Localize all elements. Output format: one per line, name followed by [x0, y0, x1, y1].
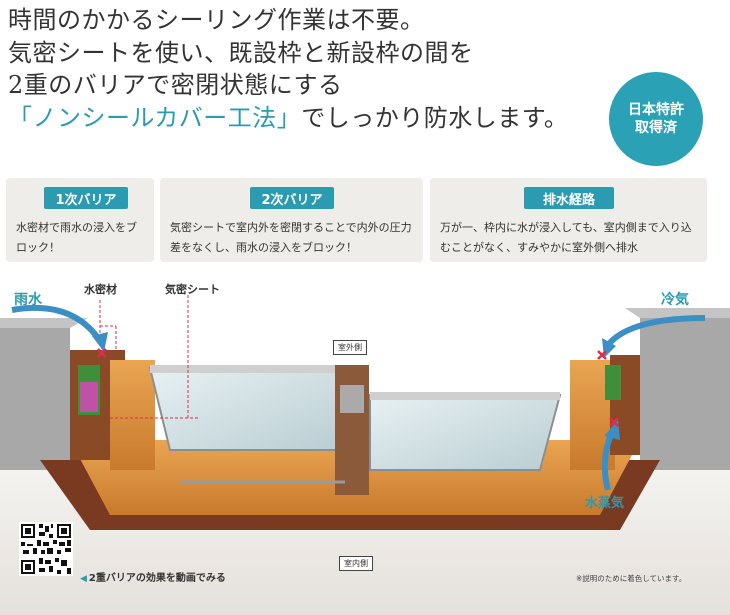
headline-line-4: 「ノンシールカバー工法」でしっかり防水します。 [8, 102, 618, 135]
block-mark-vapor [609, 417, 619, 427]
outdoor-side-label: 室外側 [333, 340, 367, 355]
headline: 時間のかかるシーリング作業は不要。 気密シートを使い、既設枠と新設枠の間を 2重… [8, 4, 618, 134]
video-link[interactable]: ◀2重バリアの効果を動画でみる [80, 569, 226, 584]
card-secondary-barrier-text: 気密シートで室内外を密閉することで内外の圧力差をなくし、雨水の浸入をブロック！ [170, 221, 412, 254]
headline-line-1: 時間のかかるシーリング作業は不要。 [8, 6, 425, 34]
headline-method-name: 「ノンシールカバー工法」 [8, 103, 302, 132]
card-drainage-route: 排水経路 万が一、枠内に水が浸入しても、室内側まで入り込むことがなく、すみやかに… [430, 178, 707, 262]
patent-badge: 日本特許 取得済 [609, 72, 703, 166]
card-secondary-barrier-tag: 2次バリア [250, 187, 334, 209]
headline-line-2: 気密シートを使い、既設枠と新設枠の間を [8, 38, 474, 67]
outer-sash-glass [148, 367, 346, 451]
card-drainage-route-text: 万が一、枠内に水が浸入しても、室内側まで入り込むことがなく、すみやかに室外側へ排… [440, 221, 692, 254]
cold-air-arrow [605, 315, 706, 348]
coloring-note: ※説明のために着色しています。 [576, 574, 687, 583]
vapor-label: 水蒸気 [585, 496, 625, 511]
meeting-rail [335, 365, 369, 495]
card-primary-barrier-tag: 1次バリア [44, 187, 128, 209]
headline-line-3: 2重のバリアで密閉状態にする [8, 71, 343, 99]
qr-code-icon[interactable] [19, 522, 73, 576]
patent-badge-line-1: 日本特許 [628, 102, 684, 118]
rain-arrow [11, 304, 101, 340]
card-secondary-barrier: 2次バリア 気密シートで室内外を密閉することで内外の圧力差をなくし、雨水の浸入を… [160, 178, 423, 262]
patent-badge-line-2: 取得済 [635, 120, 677, 136]
water-seal-label: 水密材 [84, 283, 117, 296]
play-triangle-icon: ◀ [80, 574, 87, 584]
inner-sash-glass [369, 394, 562, 471]
left-wall [0, 328, 70, 470]
block-mark-water-seal [97, 348, 107, 358]
airtight-sheet-label: 気密シート [165, 283, 220, 296]
card-primary-barrier-text: 水密材で雨水の浸入をブロック！ [16, 221, 137, 254]
block-mark-cold-air [597, 350, 607, 360]
card-primary-barrier: 1次バリア 水密材で雨水の浸入をブロック！ [6, 178, 154, 262]
headline-line-4-rest: でしっかり防水します。 [301, 103, 569, 132]
rain-label: 雨水 [14, 292, 42, 308]
indoor-side-label: 室内側 [339, 556, 373, 571]
window-cutaway-illustration [0, 295, 730, 615]
card-drainage-route-tag: 排水経路 [524, 187, 614, 209]
cold-air-label: 冷気 [661, 292, 689, 308]
frame-left [110, 360, 155, 470]
right-wall [640, 318, 730, 470]
video-link-label: 2重バリアの効果を動画でみる [88, 573, 226, 584]
